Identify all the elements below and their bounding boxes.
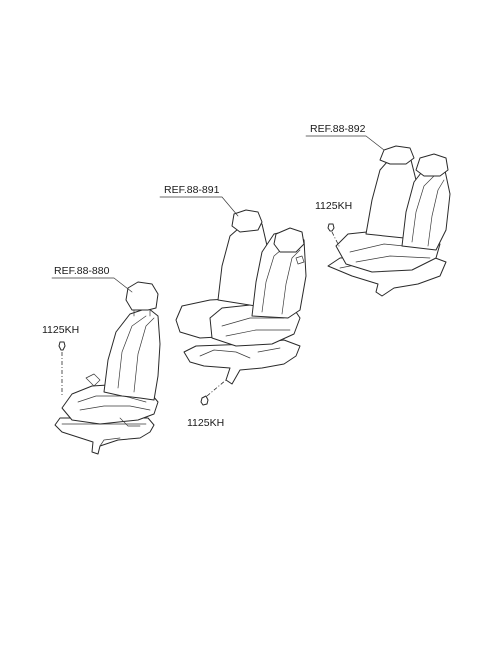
bolt-middle[interactable]: 1125KH [187, 379, 227, 429]
ref-label-third-text: REF.88-892 [310, 123, 366, 135]
ref-label-front: REF.88-880 [51, 265, 133, 293]
bolt-icon [58, 341, 66, 351]
bolt-middle-label: 1125KH [187, 417, 224, 429]
ref-label-second-text: REF.88-891 [164, 184, 220, 196]
bolt-front-label: 1125KH [42, 324, 79, 336]
bolt-icon [327, 223, 335, 232]
bolt-front[interactable]: 1125KH [42, 324, 79, 396]
ref-label-third: REF.88-892 [305, 123, 385, 151]
ref-label-front-text: REF.88-880 [54, 265, 110, 277]
front-seat[interactable] [54, 281, 161, 455]
second-row-seat[interactable] [175, 209, 307, 385]
bolt-rear[interactable]: 1125KH [315, 200, 352, 249]
bolt-icon [200, 395, 209, 406]
ref-label-second: REF.88-891 [159, 184, 239, 217]
third-row-seat[interactable] [327, 145, 451, 297]
bolt-rear-label: 1125KH [315, 200, 352, 212]
